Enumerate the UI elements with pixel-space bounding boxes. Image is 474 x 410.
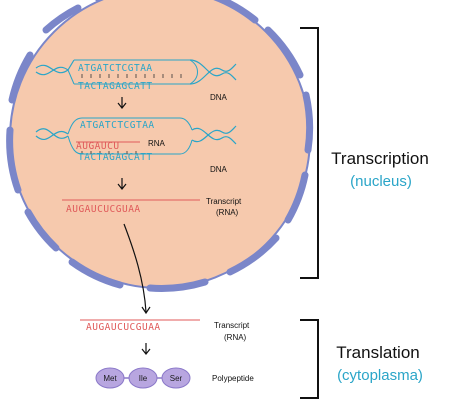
rna-partial-strand: AUGAUCU <box>76 141 120 152</box>
dna-top-strand: ATGATCTCGTAA <box>78 63 153 74</box>
translation-location: (cytoplasma) <box>337 367 423 384</box>
transcript-nucleus: AUGAUCUCGUAA Transcript (RNA) <box>62 197 242 217</box>
rna-label: RNA <box>148 139 166 148</box>
amino-acid-ile-label: Ile <box>139 374 148 383</box>
transcript-cytoplasm-sublabel: (RNA) <box>224 333 247 342</box>
transcription-bracket <box>300 27 319 279</box>
transcription-title: Transcription <box>331 149 429 168</box>
amino-acid-ser-label: Ser <box>170 374 183 383</box>
base-pair-ticks <box>81 74 182 78</box>
amino-acid-met <box>95 367 125 389</box>
bubble-bottom-strand: TACTAGAGCATT <box>78 152 153 163</box>
dna-double-helix: ATGATCTCGTAA TACTAGAGCATT DNA <box>35 59 237 102</box>
nucleus <box>6 0 314 292</box>
translation-title: Translation <box>336 343 419 362</box>
rna-base-pair-ticks <box>81 151 137 154</box>
bubble-top-strand: ATGATCTCGTAA <box>80 120 155 131</box>
transcript-cytoplasm: AUGAUCUCGUAA Transcript (RNA) <box>80 319 250 342</box>
transcript-nucleus-sequence: AUGAUCUCGUAA <box>66 204 141 215</box>
transcript-nucleus-sublabel: (RNA) <box>216 208 239 217</box>
dna-label: DNA <box>210 93 228 102</box>
amino-acid-ser <box>161 367 191 389</box>
dna-label-2: DNA <box>210 165 228 174</box>
amino-acid-met-label: Met <box>103 374 117 383</box>
dna-bottom-strand: TACTAGAGCATT <box>78 81 153 92</box>
transcription-bubble: ATGATCTCGTAA AUGAUCU TACTAGAGCATT RNA DN… <box>35 117 237 174</box>
transcript-nucleus-label: Transcript <box>206 197 242 206</box>
polypeptide: Met Ile Ser Polypeptide <box>95 367 254 389</box>
amino-acid-ile <box>128 367 158 389</box>
arrow-down-2 <box>117 178 127 190</box>
export-arrow <box>123 223 151 315</box>
transcription-location: (nucleus) <box>350 173 412 190</box>
transcript-cytoplasm-label: Transcript <box>214 321 250 330</box>
transcript-cytoplasm-sequence: AUGAUCUCGUAA <box>86 322 161 333</box>
translation-bracket <box>300 319 319 399</box>
nuclear-membrane <box>6 0 314 292</box>
arrow-down-1 <box>117 97 127 109</box>
polypeptide-label: Polypeptide <box>212 374 254 383</box>
arrow-down-3 <box>141 343 151 355</box>
